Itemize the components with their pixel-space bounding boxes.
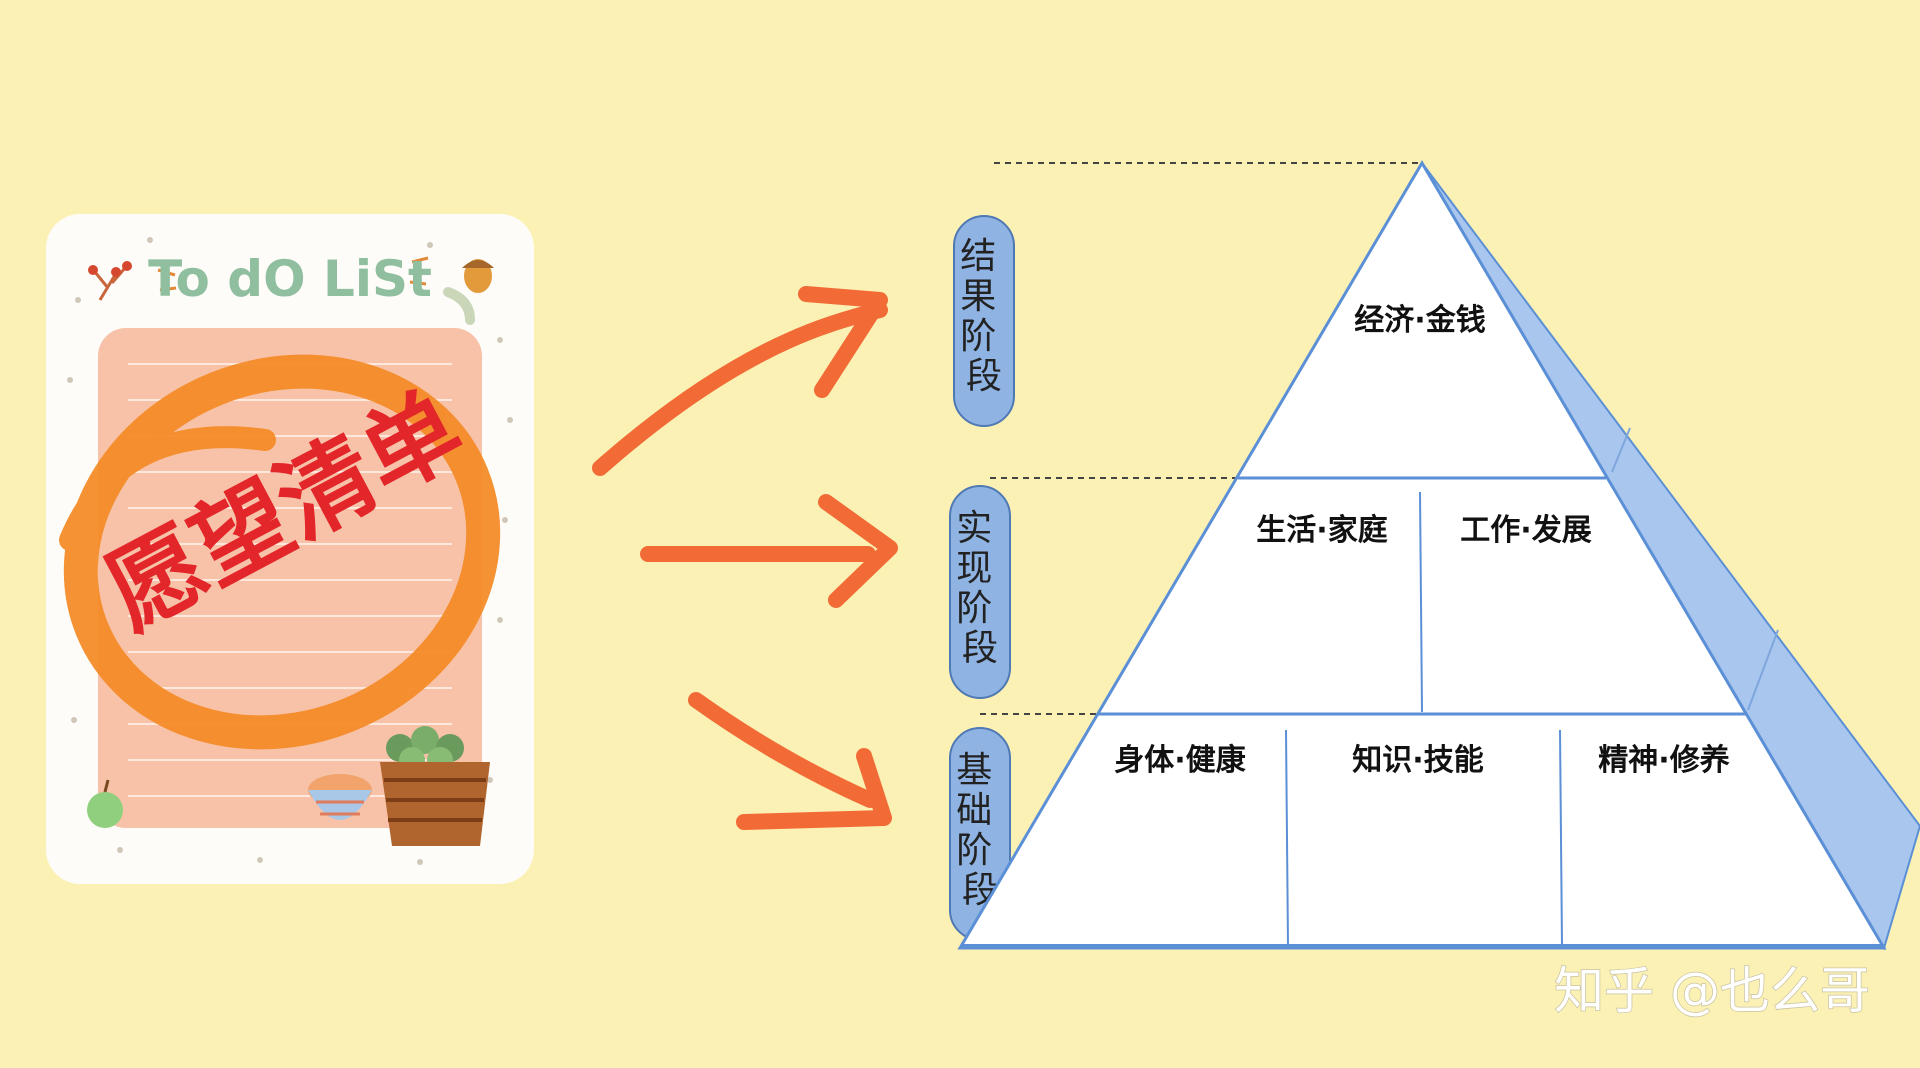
pyramid: 经济·金钱 生活·家庭 工作·发展 身体·健康 知识·技能 精神·修养: [957, 160, 1920, 951]
title-dash-decorations: [157, 256, 429, 292]
todo-card: To dO LiSt: [46, 214, 534, 884]
berry-branch-icon: [88, 261, 132, 301]
stage-pills: 结 果 阶 段 实 现 阶 段 基 础 阶 段: [949, 215, 1015, 941]
stage-label-foundation-char: 础: [956, 790, 992, 831]
pyramid-cell-bottom-1: 知识·技能: [1352, 743, 1483, 778]
pyramid-cell-top-0: 经济·金钱: [1354, 303, 1485, 338]
arrow-right: [640, 494, 898, 608]
basket-icon: [380, 726, 490, 846]
middle-cell-divider: [1419, 491, 1423, 713]
todo-title-group: To dO LiSt: [148, 250, 432, 308]
stage-label-realize-char: 现: [956, 548, 992, 589]
apple-icon: [87, 779, 123, 828]
arrow-down-right: [688, 692, 892, 830]
stage-label-foundation-char: 阶: [956, 830, 992, 871]
stage-label-result-char: 段: [966, 356, 1002, 397]
stage-label-result-char: 阶: [960, 316, 996, 357]
highlight-circle: [59, 354, 501, 750]
side-divider-lower: [1747, 629, 1779, 711]
stage-guide-lines: [980, 162, 1422, 715]
stage-label-result-char: 果: [960, 276, 996, 317]
bowl-icon: [308, 774, 372, 820]
side-divider-upper: [1611, 427, 1631, 473]
stage-label-result-char: 结: [960, 236, 996, 277]
bottom-cell-divider-right: [1559, 729, 1563, 947]
pyramid-cell-bottom-2: 精神·修养: [1598, 743, 1729, 778]
pyramid-cell-middle-0: 生活·家庭: [1256, 513, 1387, 548]
svg-text:结 果 阶: 结 果 阶 段: [960, 236, 1007, 397]
arrows: [592, 286, 898, 830]
pyramid-cell-bottom-0: 身体·健康: [1114, 743, 1246, 778]
bottom-cell-divider-left: [1285, 729, 1289, 947]
acorn-icon: [443, 259, 494, 325]
stage-pill-realize: 实 现 阶 段: [949, 485, 1011, 699]
pyramid-front-face: [957, 160, 1887, 950]
arrow-up-right: [592, 286, 888, 476]
svg-text:实 现 阶: 实 现 阶 段: [956, 508, 1003, 669]
pyramid-cell-middle-1: 工作·发展: [1460, 513, 1591, 548]
stage-pill-result: 结 果 阶 段: [953, 215, 1015, 427]
stage-label-foundation-char: 基: [956, 750, 992, 791]
todo-title: To dO LiSt: [148, 250, 432, 308]
stage-label-realize-char: 段: [962, 628, 998, 669]
watermark: 知乎 @也么哥: [1554, 962, 1870, 1020]
stage-label-realize-char: 阶: [956, 588, 992, 629]
stage-label-realize-char: 实: [956, 508, 992, 549]
